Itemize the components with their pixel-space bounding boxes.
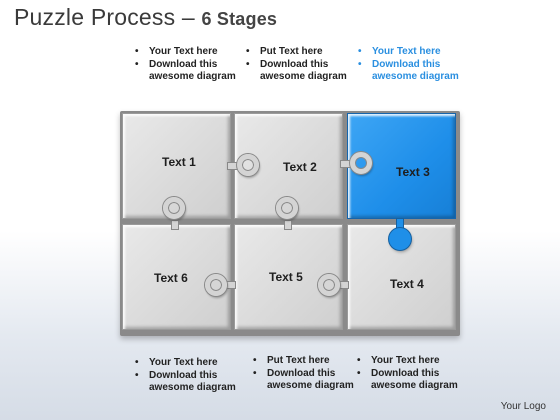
piece-label-3: Text 3 bbox=[396, 165, 430, 179]
list-item: Your Text here bbox=[357, 355, 476, 368]
puzzle-knob-icon bbox=[318, 274, 340, 296]
title-sub: 6 Stages bbox=[201, 9, 278, 29]
title-main: Puzzle Process – bbox=[14, 4, 202, 30]
top-note-3: Your Text here Download this awesome dia… bbox=[354, 46, 477, 84]
bottom-note-1: Your Text here Download this awesome dia… bbox=[131, 357, 254, 395]
piece-label-5: Text 5 bbox=[269, 270, 303, 284]
list-item: Put Text here bbox=[253, 355, 372, 368]
connector-stem bbox=[339, 282, 348, 288]
piece-label-1: Text 1 bbox=[162, 155, 196, 169]
bottom-note-3: Your Text here Download this awesome dia… bbox=[353, 355, 476, 393]
piece-label-6: Text 6 bbox=[154, 271, 188, 285]
puzzle-knob-icon bbox=[163, 197, 185, 219]
connector-stem bbox=[341, 161, 350, 167]
logo: Your Logo bbox=[500, 401, 546, 412]
list-item: Download this awesome diagram bbox=[253, 368, 372, 393]
puzzle-knob-icon bbox=[237, 154, 259, 176]
list-item: Your Text here bbox=[358, 46, 477, 59]
piece-label-4: Text 4 bbox=[390, 277, 424, 291]
list-item: Download this awesome diagram bbox=[246, 59, 365, 84]
connector-stem bbox=[226, 282, 235, 288]
bottom-note-2: Put Text here Download this awesome diag… bbox=[249, 355, 372, 393]
puzzle-knob-icon bbox=[350, 152, 372, 174]
list-item: Download this awesome diagram bbox=[135, 370, 254, 395]
list-item: Download this awesome diagram bbox=[357, 368, 476, 393]
top-note-2: Put Text here Download this awesome diag… bbox=[242, 46, 365, 84]
puzzle-knob-icon bbox=[205, 274, 227, 296]
puzzle-piece-4: Text 4 bbox=[347, 224, 456, 330]
page-title: Puzzle Process – 6 Stages bbox=[14, 4, 277, 31]
puzzle-knob-icon bbox=[276, 197, 298, 219]
connector-stem bbox=[172, 221, 178, 229]
piece-label-2: Text 2 bbox=[283, 160, 317, 174]
list-item: Download this awesome diagram bbox=[358, 59, 477, 84]
list-item: Put Text here bbox=[246, 46, 365, 59]
puzzle-knob-icon bbox=[389, 228, 411, 250]
puzzle-board: Text 1 Text 2 Text 3 Text 4 Text 5 Text … bbox=[120, 111, 460, 336]
list-item: Download this awesome diagram bbox=[135, 59, 254, 84]
connector-stem bbox=[397, 219, 403, 229]
top-note-1: Your Text here Download this awesome dia… bbox=[131, 46, 254, 84]
connector-stem bbox=[228, 163, 237, 169]
list-item: Your Text here bbox=[135, 357, 254, 370]
list-item: Your Text here bbox=[135, 46, 254, 59]
connector-stem bbox=[285, 221, 291, 229]
